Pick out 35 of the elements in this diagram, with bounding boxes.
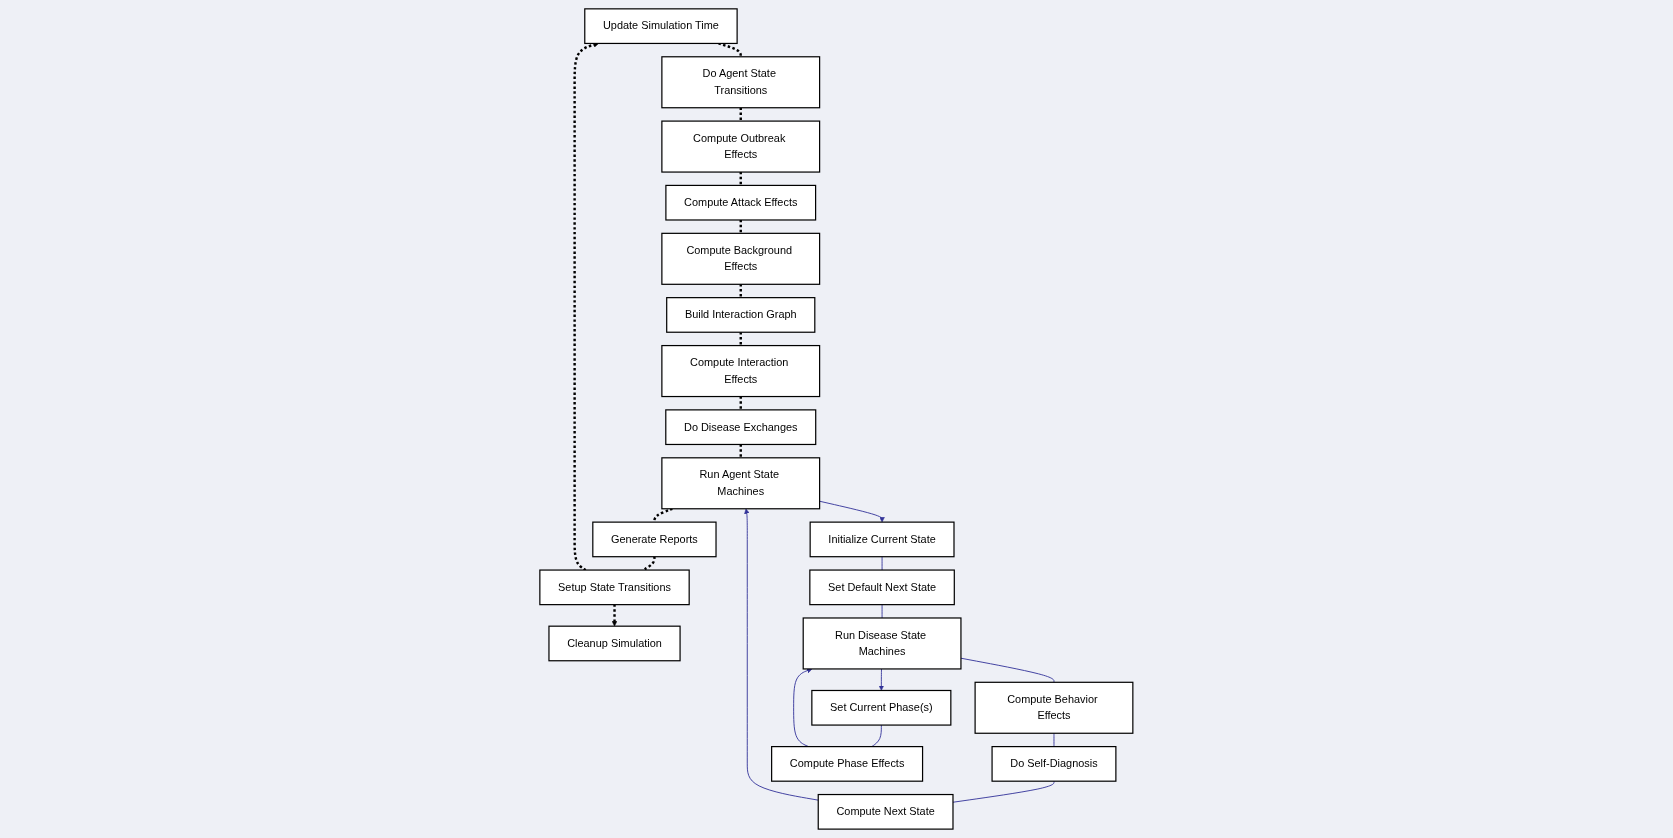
- node-box: Generate Reports: [592, 521, 717, 558]
- connector: [739, 332, 743, 346]
- node-box: Build Interaction Graph: [666, 297, 816, 333]
- node-box: Set Default Next State: [809, 569, 956, 606]
- connector: [881, 604, 883, 619]
- connector: [739, 107, 743, 122]
- arrow: [573, 42, 600, 572]
- node-box: Compute Phase Effects: [771, 746, 924, 782]
- connector: [739, 444, 743, 458]
- node-box: Do Self-Diagnosis: [991, 746, 1117, 782]
- connector: [881, 556, 883, 571]
- node-box: Compute Behavior Effects: [974, 681, 1134, 734]
- node-box: Compute Attack Effects: [665, 184, 817, 221]
- node-box: Run Agent State Machines: [661, 457, 821, 510]
- connector: [739, 171, 743, 186]
- arrow: [612, 604, 618, 627]
- connector: [739, 219, 743, 234]
- node-box: Cleanup Simulation: [548, 625, 681, 662]
- node-box: Initialize Current State: [809, 521, 955, 558]
- node-box: Do Disease Exchanges: [665, 409, 817, 446]
- connector: [739, 396, 743, 410]
- node-box: Set Current Phase(s): [811, 689, 952, 726]
- node-box: Compute Outbreak Effects: [661, 120, 821, 173]
- node-box: Compute Interaction Effects: [661, 345, 821, 398]
- connector: [739, 284, 743, 298]
- connector: [653, 507, 673, 523]
- connector: [718, 42, 743, 57]
- node-box: Do Agent State Transitions: [661, 56, 821, 109]
- node-box: Update Simulation Time: [584, 8, 738, 45]
- connector: [871, 724, 882, 748]
- node-box: Compute Next State: [817, 793, 954, 830]
- node-box: Setup State Transitions: [539, 569, 690, 606]
- node-box: Run Disease State Machines: [802, 617, 962, 670]
- connector: [642, 556, 656, 572]
- node-box: Compute Background Effects: [661, 232, 821, 285]
